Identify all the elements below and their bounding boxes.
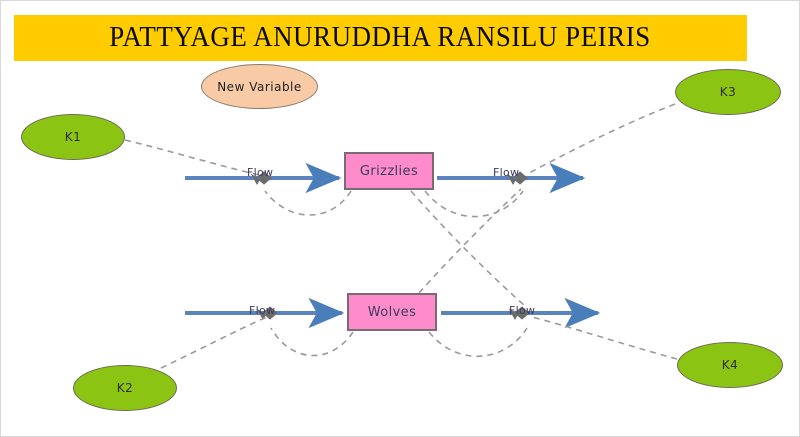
link-grizzlies-to-flow-grizzlies-out	[424, 190, 524, 218]
variable-label: K2	[116, 381, 134, 395]
variable-k4[interactable]: K4	[677, 342, 783, 388]
variable-new-variable[interactable]: New Variable	[201, 64, 318, 109]
flow-label-grizzlies-out[interactable]: Flow	[493, 166, 520, 179]
page-title: PATTYAGE ANURUDDHA RANSILU PEIRIS	[109, 22, 652, 53]
variable-label: New Variable	[217, 79, 302, 94]
stock-grizzlies[interactable]: Grizzlies	[344, 152, 434, 190]
link-k4-to-flow-wolves-out	[531, 316, 678, 360]
stock-label: Wolves	[367, 304, 417, 320]
stock-wolves[interactable]: Wolves	[347, 293, 437, 331]
link-k3-to-flow-grizzlies-out	[528, 103, 676, 174]
variable-label: K1	[64, 130, 82, 144]
link-k1-to-flow-grizzlies-in	[124, 139, 260, 176]
link-wolves-to-flow-wolves-in	[270, 327, 354, 357]
flow-label-wolves-out[interactable]: Flow	[509, 304, 536, 317]
title-banner: PATTYAGE ANURUDDHA RANSILU PEIRIS	[14, 15, 747, 61]
flow-label-grizzlies-in[interactable]: Flow	[247, 166, 274, 179]
link-grizzlies-to-flow-grizzlies-in	[264, 190, 352, 216]
variable-k3[interactable]: K3	[675, 69, 781, 115]
link-k2-to-flow-wolves-in	[160, 316, 268, 369]
variable-label: K4	[721, 358, 739, 372]
variable-k1[interactable]: K1	[21, 114, 125, 160]
stock-label: Grizzlies	[359, 163, 419, 179]
flow-label-wolves-in[interactable]: Flow	[249, 304, 276, 317]
variable-k2[interactable]: K2	[73, 365, 177, 411]
link-wolves-to-flow-wolves-out	[428, 327, 528, 358]
link-grizzlies-to-flow-wolves-out	[410, 190, 526, 307]
variable-label: K3	[719, 85, 737, 99]
link-wolves-to-flow-grizzlies-out	[418, 188, 522, 294]
